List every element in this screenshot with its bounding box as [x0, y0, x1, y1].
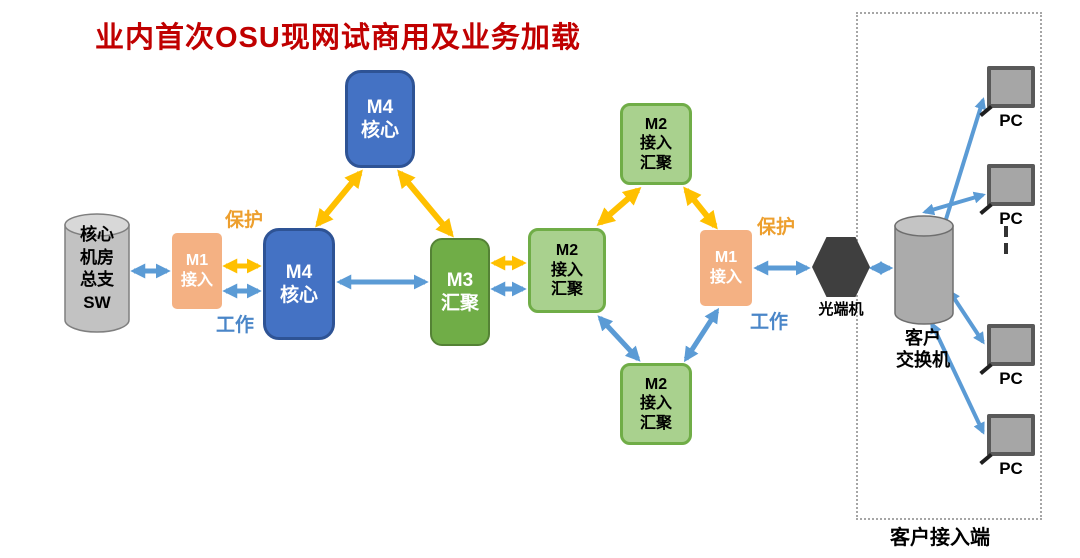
node-core-sw: 核心 机房 总支 SW [80, 225, 114, 312]
core-sw-cylinder-icon [64, 213, 130, 333]
node-m2-agg-bottom: M2 接入 汇聚 [620, 363, 692, 445]
edge-m2bottom-m1right [683, 307, 720, 363]
pc-monitor-icon [987, 66, 1035, 108]
edge-switch-pc4 [930, 321, 985, 435]
node-m4-core-top: M4 核心 [345, 70, 415, 168]
pc-4-label: PC [999, 459, 1023, 478]
node-m2-agg-middle: M2 接入 汇聚 [528, 228, 606, 313]
label-work-left: 工作 [216, 315, 255, 336]
edge-m2top-m1right [683, 186, 718, 230]
pc-4: PC [985, 414, 1037, 479]
node-m4-core-main: M4 核心 [263, 228, 335, 340]
pc-1: PC [985, 66, 1037, 131]
edge-m2mid-m2top [596, 187, 642, 226]
label-work-right: 工作 [750, 312, 789, 333]
node-m1-access-left: M1 接入 [172, 233, 222, 309]
customer-zone-label: 客户接入端 [890, 527, 990, 549]
label-protect-right: 保护 [757, 217, 796, 238]
pc-3-label: PC [999, 369, 1023, 388]
optical-modem-hexagon-icon [812, 237, 870, 297]
edge-m2mid-m2bottom [597, 315, 641, 362]
edge-switch-pc2 [922, 191, 986, 216]
pc-2-label: PC [999, 209, 1023, 228]
node-m3-aggregation: M3 汇聚 [430, 238, 490, 346]
pc-1-label: PC [999, 111, 1023, 130]
pc-monitor-icon [987, 324, 1035, 366]
more-pcs-ellipsis [1004, 226, 1008, 254]
optical-modem-label: 光端机 [818, 301, 864, 318]
node-m2-agg-top: M2 接入 汇聚 [620, 103, 692, 185]
node-m1-access-right: M1 接入 [700, 230, 752, 306]
pc-monitor-icon [987, 414, 1035, 456]
customer-switch-cylinder-icon [894, 215, 954, 325]
pc-2: PC [985, 164, 1037, 229]
customer-switch-label: 客户 交换机 [896, 328, 950, 370]
pc-monitor-icon [987, 164, 1035, 206]
label-protect-left: 保护 [225, 210, 264, 231]
pc-3: PC [985, 324, 1037, 389]
diagram-title: 业内首次OSU现网试商用及业务加载 [95, 22, 581, 54]
edge-m4main-m4top [315, 169, 363, 228]
edge-m4top-m3 [397, 169, 454, 238]
